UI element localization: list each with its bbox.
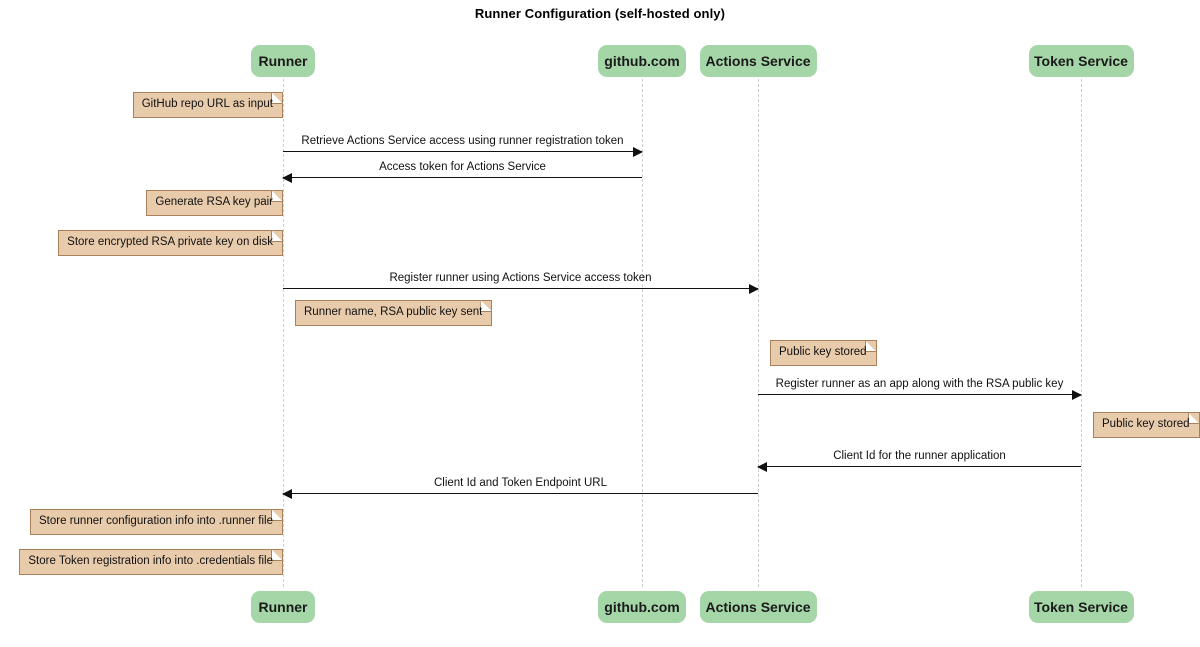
page-title: Runner Configuration (self-hosted only)	[474, 6, 726, 21]
participant-runner-top[interactable]: Runner	[251, 45, 315, 77]
participant-token-bottom[interactable]: Token Service	[1028, 591, 1134, 623]
arrowhead-icon	[757, 462, 767, 472]
arrowhead-icon	[1072, 390, 1082, 400]
arrowhead-icon	[749, 284, 759, 294]
note-label: Generate RSA key pair	[155, 196, 273, 209]
note-generate-rsa: Generate RSA key pair	[146, 190, 283, 216]
note-store-private-key: Store encrypted RSA private key on disk	[58, 230, 283, 256]
lifeline-actions	[758, 79, 759, 587]
msg-client-id-runner-app-line	[757, 462, 1081, 472]
note-label: GitHub repo URL as input	[141, 98, 273, 111]
note-label: Runner name, RSA public key sent	[304, 306, 483, 319]
msg-retrieve-actions-access-line	[283, 147, 643, 157]
note-runner-name-pubkey: Runner name, RSA public key sent	[295, 300, 493, 326]
msg-register-runner-as-app-line	[758, 390, 1082, 400]
msg-register-runner-label: Register runner using Actions Service ac…	[389, 272, 652, 284]
msg-client-id-token-endpoint-label: Client Id and Token Endpoint URL	[433, 477, 608, 489]
note-label: Store runner configuration info into .ru…	[39, 515, 273, 528]
note-label: Public key stored	[779, 346, 867, 359]
msg-register-runner-line	[283, 284, 759, 294]
lifeline-runner	[283, 79, 284, 587]
lifeline-github	[642, 79, 643, 587]
arrowhead-icon	[282, 173, 292, 183]
note-public-key-stored-2: Public key stored	[1093, 412, 1200, 438]
note-store-runner-config: Store runner configuration info into .ru…	[30, 509, 283, 535]
msg-register-runner-as-app-label: Register runner as an app along with the…	[775, 378, 1064, 390]
msg-access-token-label: Access token for Actions Service	[379, 161, 546, 173]
msg-access-token-line	[282, 173, 642, 183]
msg-client-id-runner-app-label: Client Id for the runner application	[833, 450, 1006, 462]
note-label: Store encrypted RSA private key on disk	[67, 236, 273, 249]
arrowhead-icon	[633, 147, 643, 157]
participant-github-bottom[interactable]: github.com	[598, 591, 686, 623]
lifeline-token	[1081, 79, 1082, 587]
participant-runner-bottom[interactable]: Runner	[251, 591, 315, 623]
note-github-repo-url: GitHub repo URL as input	[132, 92, 283, 118]
participant-actions-bottom[interactable]: Actions Service	[699, 591, 817, 623]
note-public-key-stored-1: Public key stored	[770, 340, 877, 366]
msg-client-id-token-endpoint-line	[282, 489, 758, 499]
participant-actions-top[interactable]: Actions Service	[699, 45, 817, 77]
note-label: Public key stored	[1102, 418, 1190, 431]
arrowhead-icon	[282, 489, 292, 499]
note-store-token-reg: Store Token registration info into .cred…	[19, 549, 283, 575]
participant-token-top[interactable]: Token Service	[1028, 45, 1134, 77]
note-label: Store Token registration info into .cred…	[28, 555, 273, 568]
msg-retrieve-actions-access-label: Retrieve Actions Service access using ru…	[301, 135, 624, 147]
participant-github-top[interactable]: github.com	[598, 45, 686, 77]
